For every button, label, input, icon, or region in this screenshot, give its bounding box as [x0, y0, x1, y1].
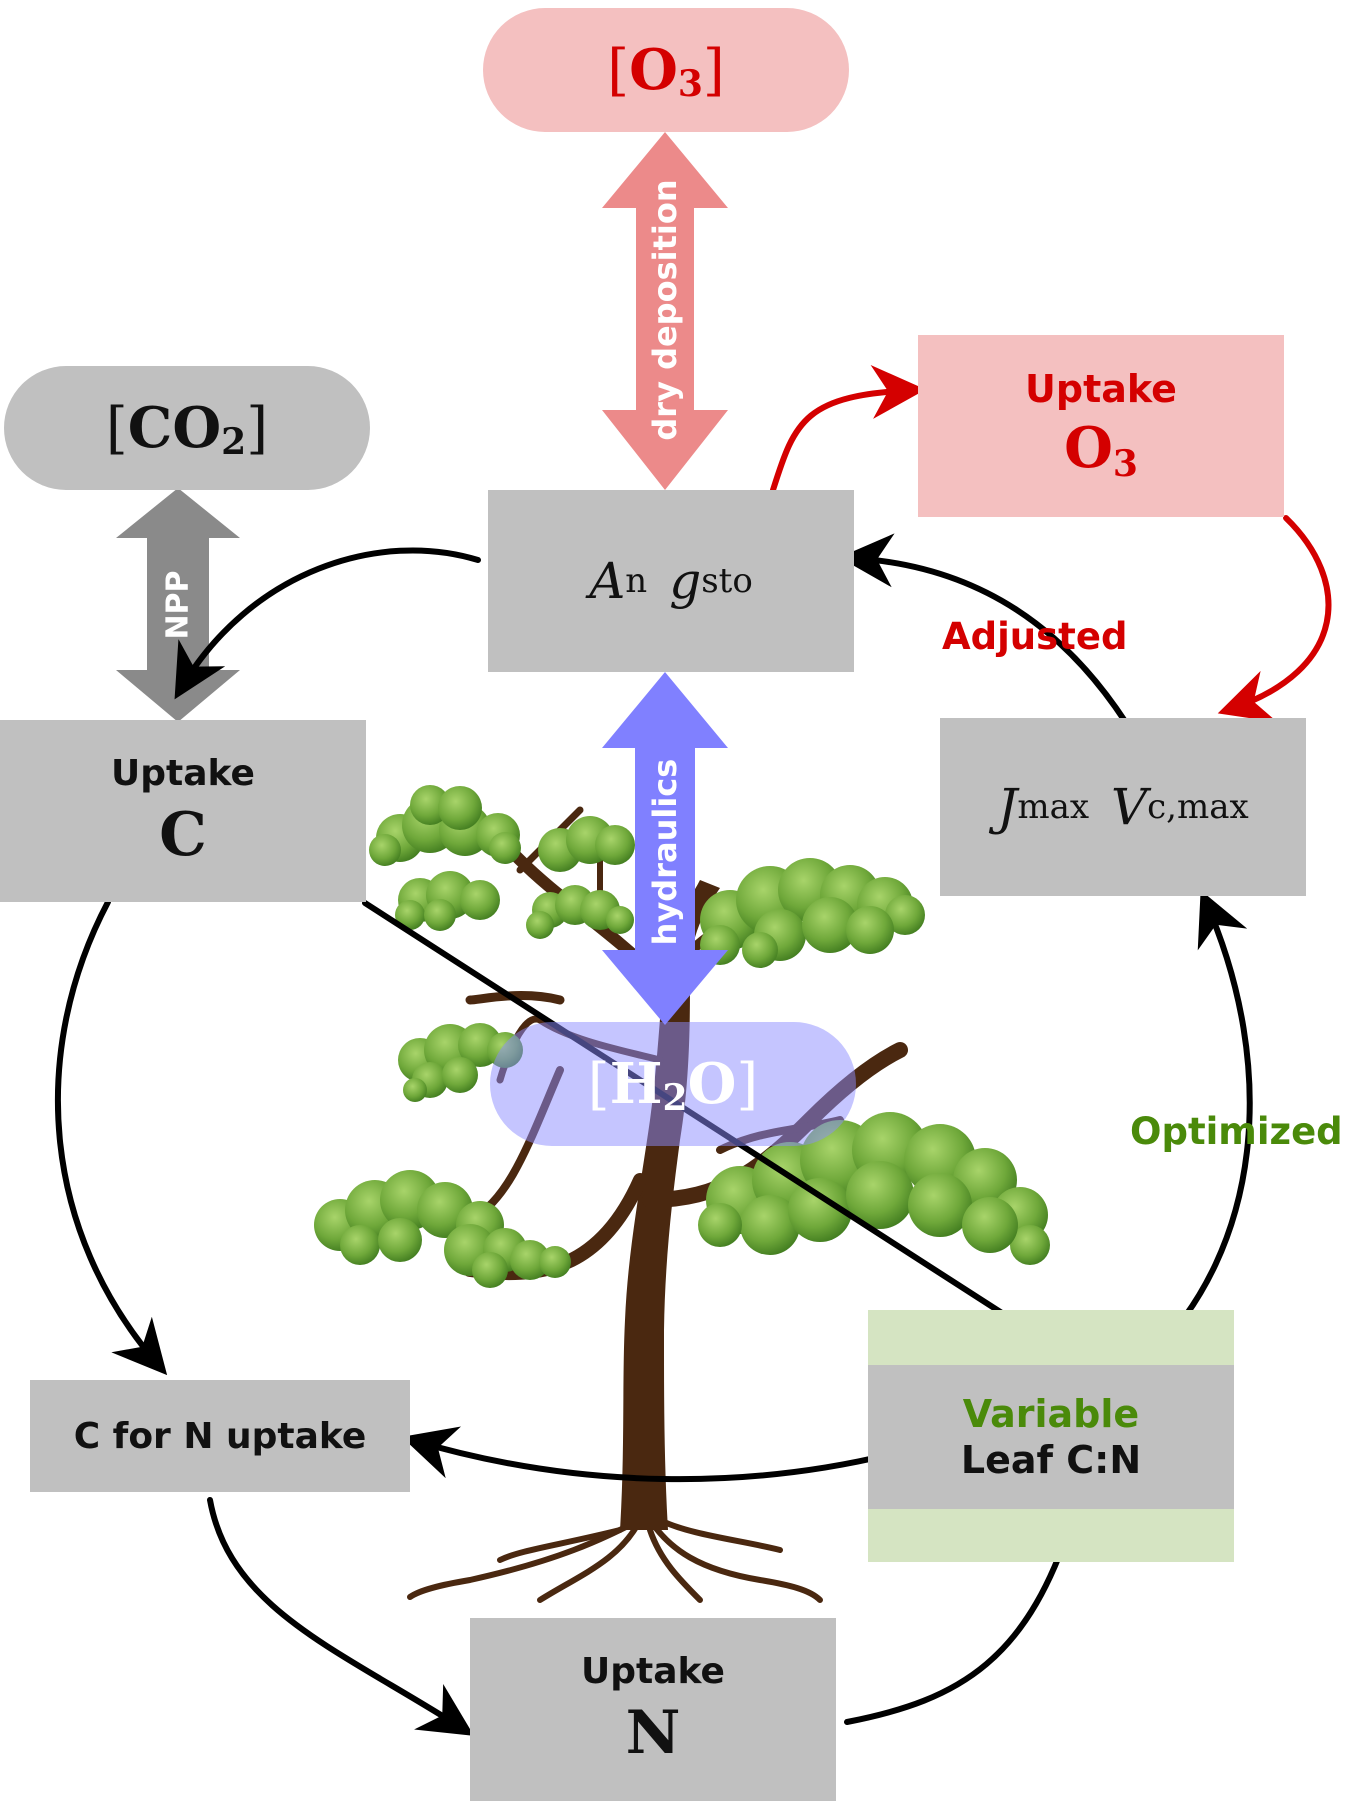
arrow-an-to-uptake-c — [174, 547, 481, 700]
o3-symbol: O — [629, 37, 678, 103]
arrow-uptake-c-to-c-for-n — [54, 899, 168, 1376]
dry-deposition-arrow — [602, 132, 728, 490]
leaf-cn-label: Leaf C:N — [960, 1438, 1142, 1482]
vcmax-subscript: c,max — [1147, 787, 1249, 827]
gsto-subscript: sto — [701, 561, 753, 601]
h2o-symbol-h: H — [609, 1051, 663, 1117]
jmax-subscript: max — [1017, 787, 1090, 827]
arrow-uptake-n-to-leaf — [844, 1499, 1089, 1725]
arrow-c-for-n-to-uptake-n — [207, 1497, 475, 1736]
adjusted-label: Adjusted — [942, 615, 1128, 658]
variable-leaf-cn-node: Variable Leaf C:N — [868, 1365, 1234, 1509]
jmax-symbol: J — [997, 778, 1018, 836]
c-for-n-uptake-label: C for N uptake — [73, 1415, 367, 1457]
o3-concentration-node: [ O 3 ] — [483, 8, 849, 132]
co2-symbol: CO — [127, 395, 222, 461]
uptake-o3-symbol: O — [1064, 415, 1113, 481]
h2o-concentration-node: [ H 2 O ] — [490, 1022, 856, 1146]
arrow-an-to-uptake-o3 — [770, 364, 926, 493]
co2-open-bracket: [ — [105, 395, 128, 461]
uptake-n-node: Uptake N — [470, 1618, 836, 1801]
c-for-n-uptake-node: C for N uptake — [30, 1380, 410, 1492]
arrow-jmax-to-an — [839, 533, 1138, 740]
tree-roots — [407, 1517, 823, 1603]
hydraulics-arrow — [602, 672, 728, 1025]
uptake-n-title: Uptake — [581, 1651, 725, 1692]
jmax-vcmax-node: J max V c,max — [940, 718, 1306, 896]
arrow-leaf-to-c-for-n — [401, 1426, 903, 1483]
co2-concentration-node: [ CO 2 ] — [4, 366, 370, 490]
arrow-leaf-to-jmax — [1147, 890, 1253, 1360]
co2-subscript: 2 — [221, 421, 247, 463]
tree-foliage — [314, 785, 1050, 1288]
gsto-symbol: g — [669, 552, 702, 610]
npp-label: NPP — [160, 570, 196, 640]
vcmax-symbol: V — [1111, 778, 1148, 836]
an-subscript: n — [625, 561, 648, 601]
variable-label: Variable — [962, 1392, 1140, 1436]
co2-close-bracket: ] — [246, 395, 269, 461]
dry-deposition-label: dry deposition — [646, 179, 684, 441]
uptake-c-node: Uptake C — [0, 720, 366, 902]
uptake-n-symbol: N — [625, 1698, 681, 1768]
h2o-symbol-o: O — [687, 1051, 737, 1117]
an-gsto-node: A n g sto — [488, 490, 854, 672]
uptake-o3-subscript: 3 — [1112, 443, 1138, 485]
uptake-c-title: Uptake — [111, 752, 255, 794]
optimized-label: Optimized — [1130, 1110, 1343, 1153]
hydraulics-label: hydraulics — [646, 758, 684, 946]
h2o-open-bracket: [ — [587, 1051, 610, 1117]
h2o-subscript: 2 — [662, 1077, 688, 1119]
an-symbol: A — [589, 552, 626, 610]
o3-open-bracket: [ — [607, 37, 630, 103]
arrow-uptake-o3-to-jmax — [1217, 515, 1332, 723]
uptake-o3-node: Uptake O 3 — [918, 335, 1284, 517]
uptake-c-symbol: C — [159, 799, 207, 870]
o3-close-bracket: ] — [702, 37, 725, 103]
h2o-close-bracket: ] — [736, 1051, 759, 1117]
o3-subscript: 3 — [677, 63, 703, 105]
uptake-o3-title: Uptake — [1025, 367, 1177, 411]
